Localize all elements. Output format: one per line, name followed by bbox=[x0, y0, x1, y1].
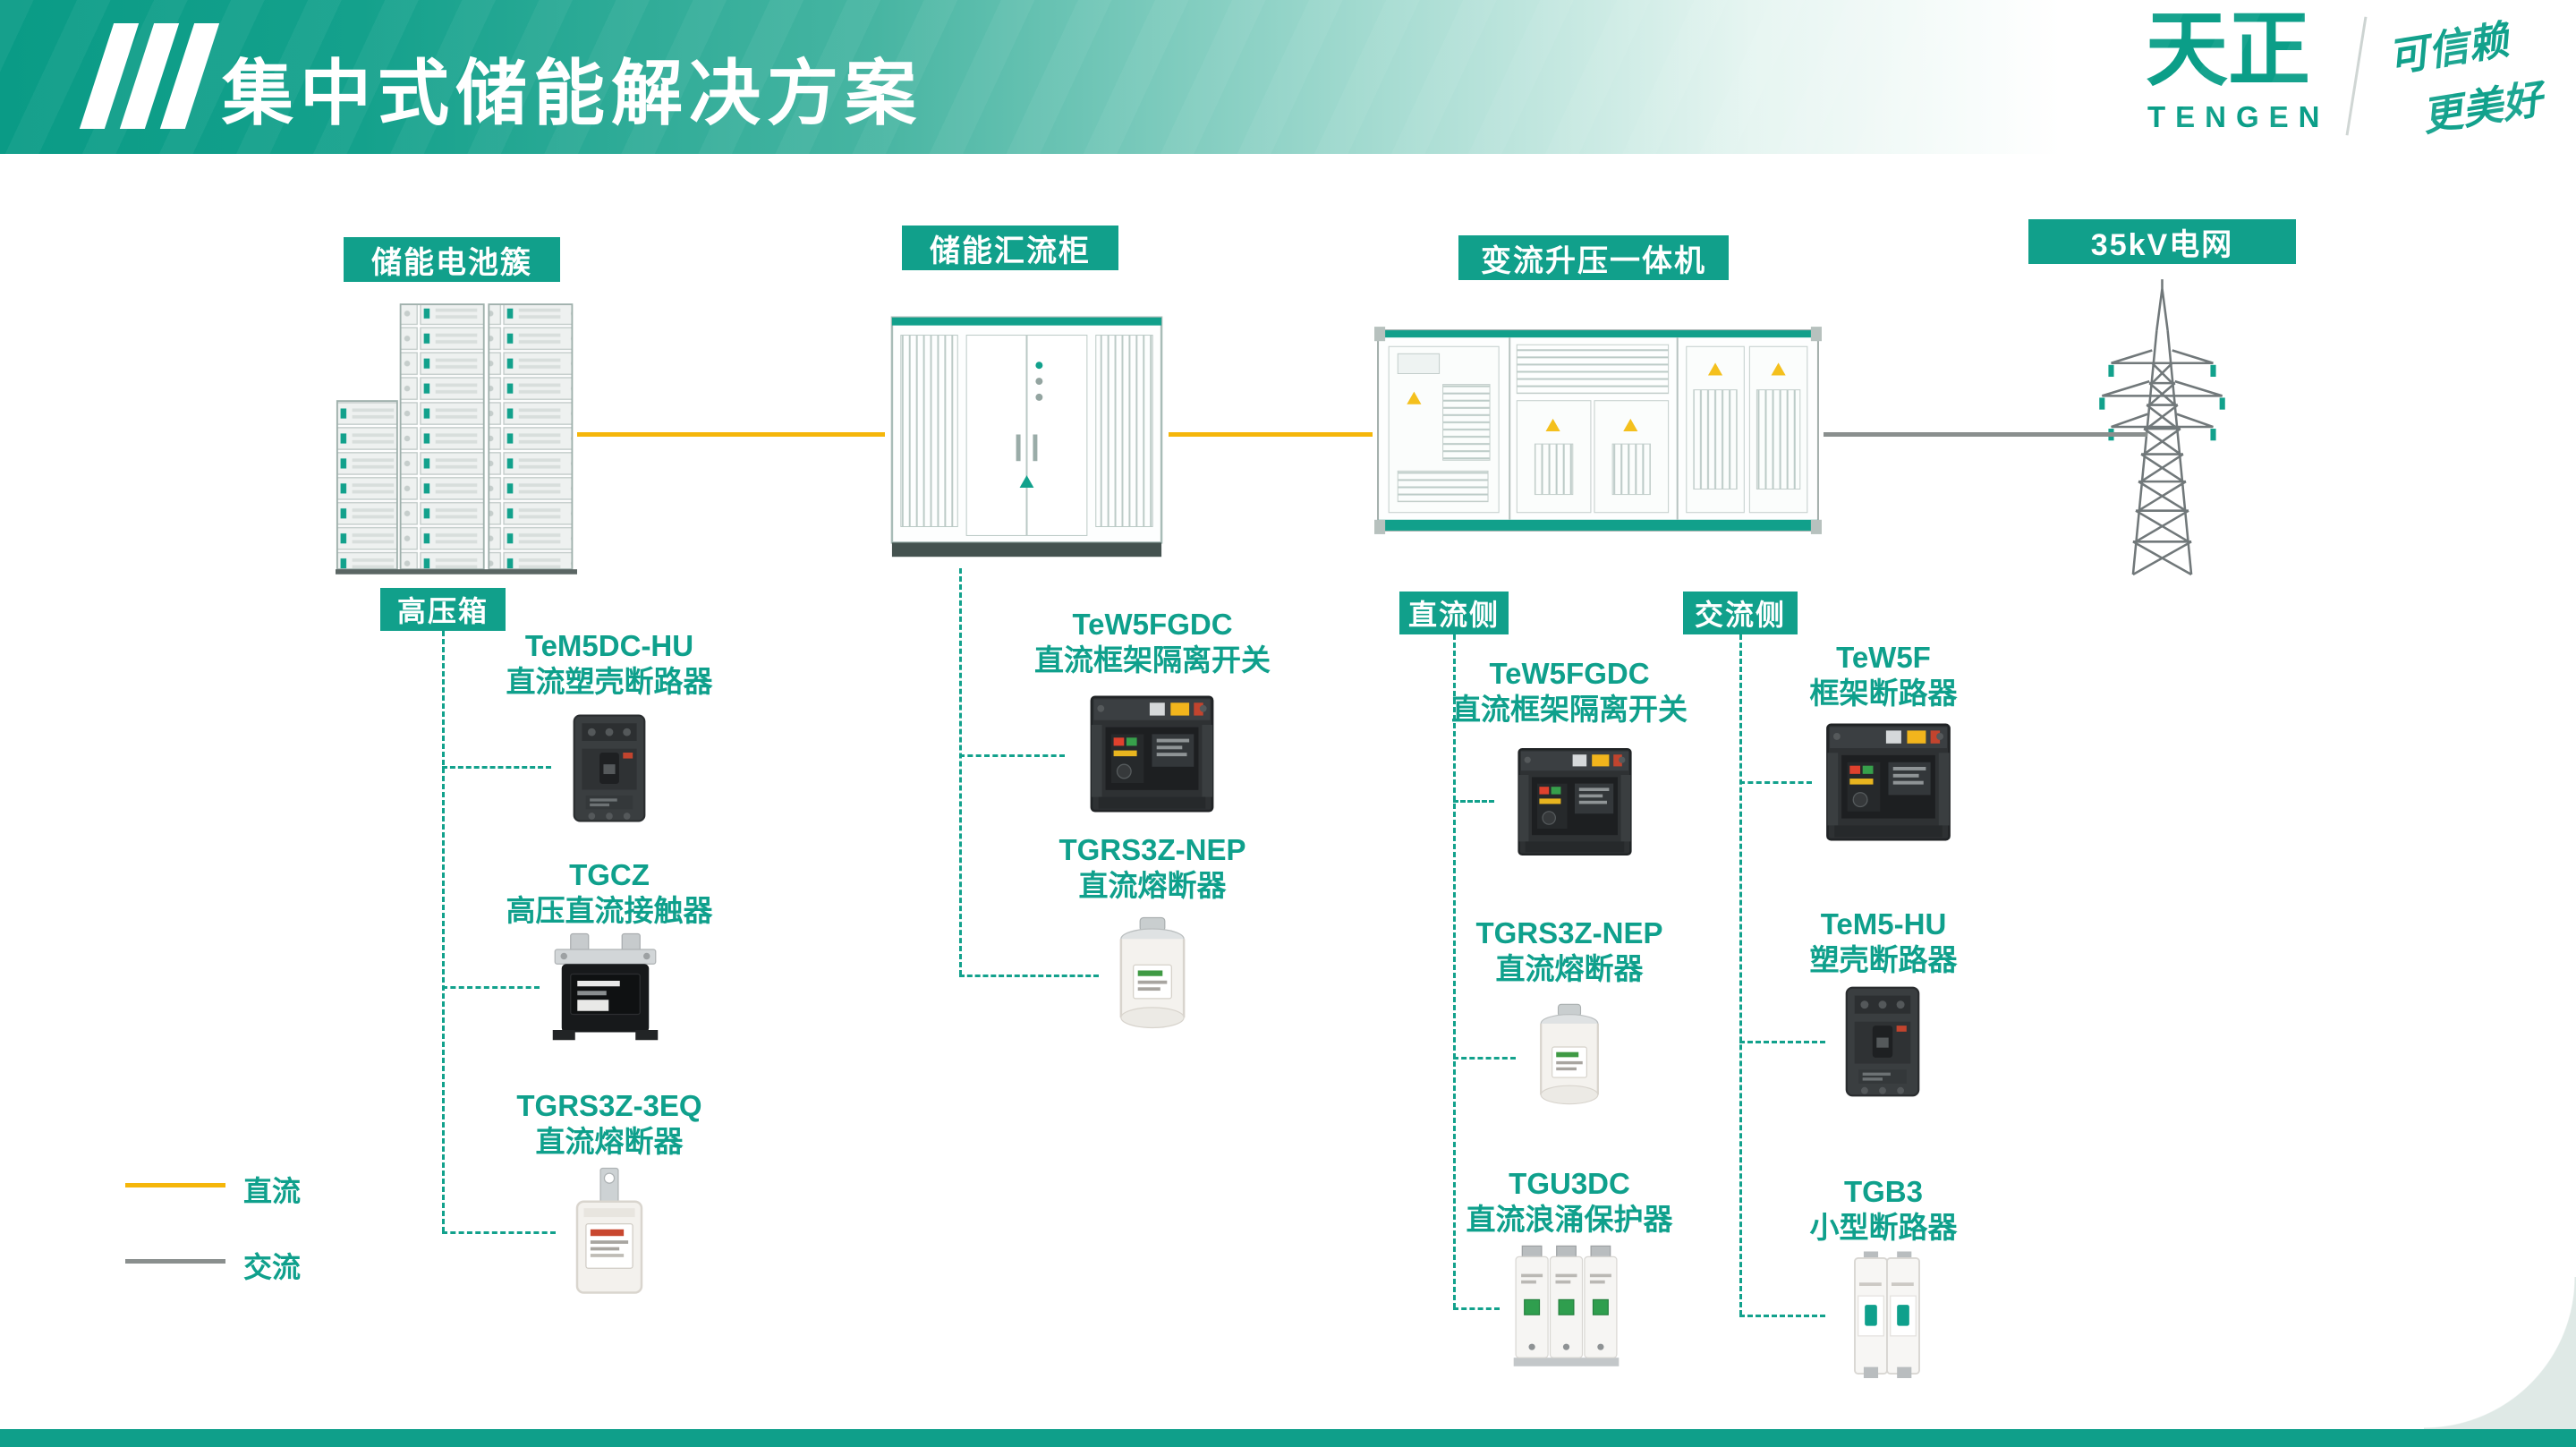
footer-corner-curve bbox=[2424, 1277, 2576, 1429]
product-image-acb bbox=[1494, 743, 1655, 861]
footer-bar bbox=[0, 1429, 2576, 1447]
connector-col1-stub2 bbox=[442, 986, 540, 989]
legend-ac-label: 交流 bbox=[243, 1251, 302, 1283]
battery-rack-image bbox=[336, 293, 577, 584]
page-title: 集中式储能解决方案 bbox=[222, 54, 922, 133]
station-label-grid: 35kV电网 bbox=[2028, 219, 2296, 264]
product-model: TGB3 bbox=[1843, 1175, 1923, 1208]
brand-name-cn: 天正 bbox=[2146, 4, 2311, 96]
product-model: TeW5FGDC bbox=[1489, 657, 1650, 690]
product-model: TGRS3Z-NEP bbox=[1058, 833, 1246, 866]
connector-col2-vertical bbox=[959, 568, 962, 975]
product-desc: 直流熔断器 bbox=[1078, 869, 1227, 902]
connector-col2-stub1 bbox=[959, 754, 1065, 757]
product-image-fuse-blade bbox=[556, 1166, 663, 1299]
connector-col3-stub2 bbox=[1453, 1057, 1516, 1060]
legend-dc-label: 直流 bbox=[243, 1175, 302, 1207]
product-desc: 塑壳断路器 bbox=[1809, 943, 1958, 976]
product-title: TGU3DC 直流浪涌保护器 bbox=[1390, 1166, 1748, 1238]
product-title: TeW5FGDC 直流框架隔离开关 bbox=[973, 607, 1331, 678]
connector-col4-stub1 bbox=[1739, 781, 1812, 784]
ac-link-converter-grid bbox=[1824, 432, 2147, 437]
product-desc: 小型断路器 bbox=[1809, 1211, 1958, 1244]
brand-slogan-line2: 更美好 bbox=[2419, 75, 2546, 140]
branch-label-hv-box: 高压箱 bbox=[380, 588, 506, 631]
product-title: TGCZ 高压直流接触器 bbox=[430, 857, 788, 929]
header-bars-icon bbox=[79, 23, 220, 131]
branch-label-ac-side: 交流侧 bbox=[1683, 592, 1798, 634]
product-desc: 直流熔断器 bbox=[535, 1125, 684, 1158]
legend-ac-line bbox=[125, 1259, 225, 1264]
dc-link-combiner-converter bbox=[1169, 432, 1373, 437]
product-image-acb bbox=[1812, 718, 1965, 847]
product-image-spd bbox=[1500, 1244, 1633, 1373]
product-desc: 高压直流接触器 bbox=[506, 894, 713, 927]
product-image-contactor bbox=[540, 932, 671, 1043]
product-desc: 直流熔断器 bbox=[1495, 952, 1644, 985]
product-model: TeM5DC-HU bbox=[524, 629, 694, 662]
grid-tower-image bbox=[2079, 276, 2246, 576]
brand-divider bbox=[2345, 16, 2368, 136]
connector-col3-vertical bbox=[1453, 634, 1456, 1308]
product-desc: 直流框架隔离开关 bbox=[1451, 693, 1688, 726]
branch-label-dc-side: 直流侧 bbox=[1399, 592, 1509, 634]
product-model: TGRS3Z-3EQ bbox=[516, 1089, 702, 1122]
product-image-mccb bbox=[551, 710, 667, 827]
product-desc: 框架断路器 bbox=[1809, 677, 1958, 710]
connector-col4-stub3 bbox=[1739, 1315, 1825, 1317]
connector-col3-stub3 bbox=[1453, 1307, 1500, 1310]
dc-link-battery-combiner bbox=[577, 432, 885, 437]
product-image-mccb bbox=[1825, 982, 1940, 1102]
connector-col1-stub1 bbox=[442, 766, 551, 769]
product-image-mcb bbox=[1825, 1249, 1949, 1383]
product-title: TeW5F 框架断路器 bbox=[1705, 640, 2062, 711]
connector-col1-vertical bbox=[442, 631, 445, 1232]
product-model: TeW5F bbox=[1836, 641, 1931, 674]
station-label-converter: 变流升压一体机 bbox=[1458, 235, 1729, 280]
header: 集中式储能解决方案 天正 TENGEN 可信赖 更美好 bbox=[0, 0, 2576, 154]
product-title: TGB3 小型断路器 bbox=[1705, 1174, 2062, 1246]
station-label-combiner: 储能汇流柜 bbox=[902, 226, 1118, 270]
product-model: TGRS3Z-NEP bbox=[1475, 916, 1663, 949]
connector-col1-stub3 bbox=[442, 1231, 556, 1234]
product-desc: 直流浪涌保护器 bbox=[1466, 1203, 1673, 1236]
product-title: TeM5DC-HU 直流塑壳断路器 bbox=[430, 628, 788, 700]
connector-col3-stub1 bbox=[1453, 800, 1494, 803]
product-desc: 直流框架隔离开关 bbox=[1034, 643, 1271, 677]
legend-dc-line bbox=[125, 1183, 225, 1187]
converter-container-image bbox=[1373, 306, 1824, 555]
product-image-acb bbox=[1065, 690, 1239, 818]
connector-col4-stub2 bbox=[1739, 1041, 1825, 1043]
brand-name-en: TENGEN bbox=[2147, 100, 2330, 133]
connector-col2-stub2 bbox=[959, 975, 1099, 977]
product-image-fuse-round bbox=[1099, 915, 1206, 1039]
product-title: TGRS3Z-3EQ 直流熔断器 bbox=[430, 1088, 788, 1160]
connector-col4-vertical bbox=[1739, 634, 1742, 1315]
product-model: TGU3DC bbox=[1509, 1167, 1630, 1200]
product-title: TGRS3Z-NEP 直流熔断器 bbox=[1390, 915, 1748, 987]
station-label-battery: 储能电池簇 bbox=[344, 237, 560, 282]
product-model: TeM5-HU bbox=[1820, 907, 1947, 941]
product-desc: 直流塑壳断路器 bbox=[506, 665, 713, 698]
product-title: TGRS3Z-NEP 直流熔断器 bbox=[973, 832, 1331, 904]
product-model: TeW5FGDC bbox=[1072, 608, 1233, 641]
product-title: TeW5FGDC 直流框架隔离开关 bbox=[1390, 656, 1748, 728]
combiner-cabinet-image bbox=[885, 301, 1169, 568]
product-model: TGCZ bbox=[569, 858, 650, 891]
product-title: TeM5-HU 塑壳断路器 bbox=[1705, 907, 2062, 978]
product-image-fuse-round bbox=[1516, 1002, 1623, 1114]
brand-slogan-line1: 可信赖 bbox=[2385, 16, 2512, 81]
